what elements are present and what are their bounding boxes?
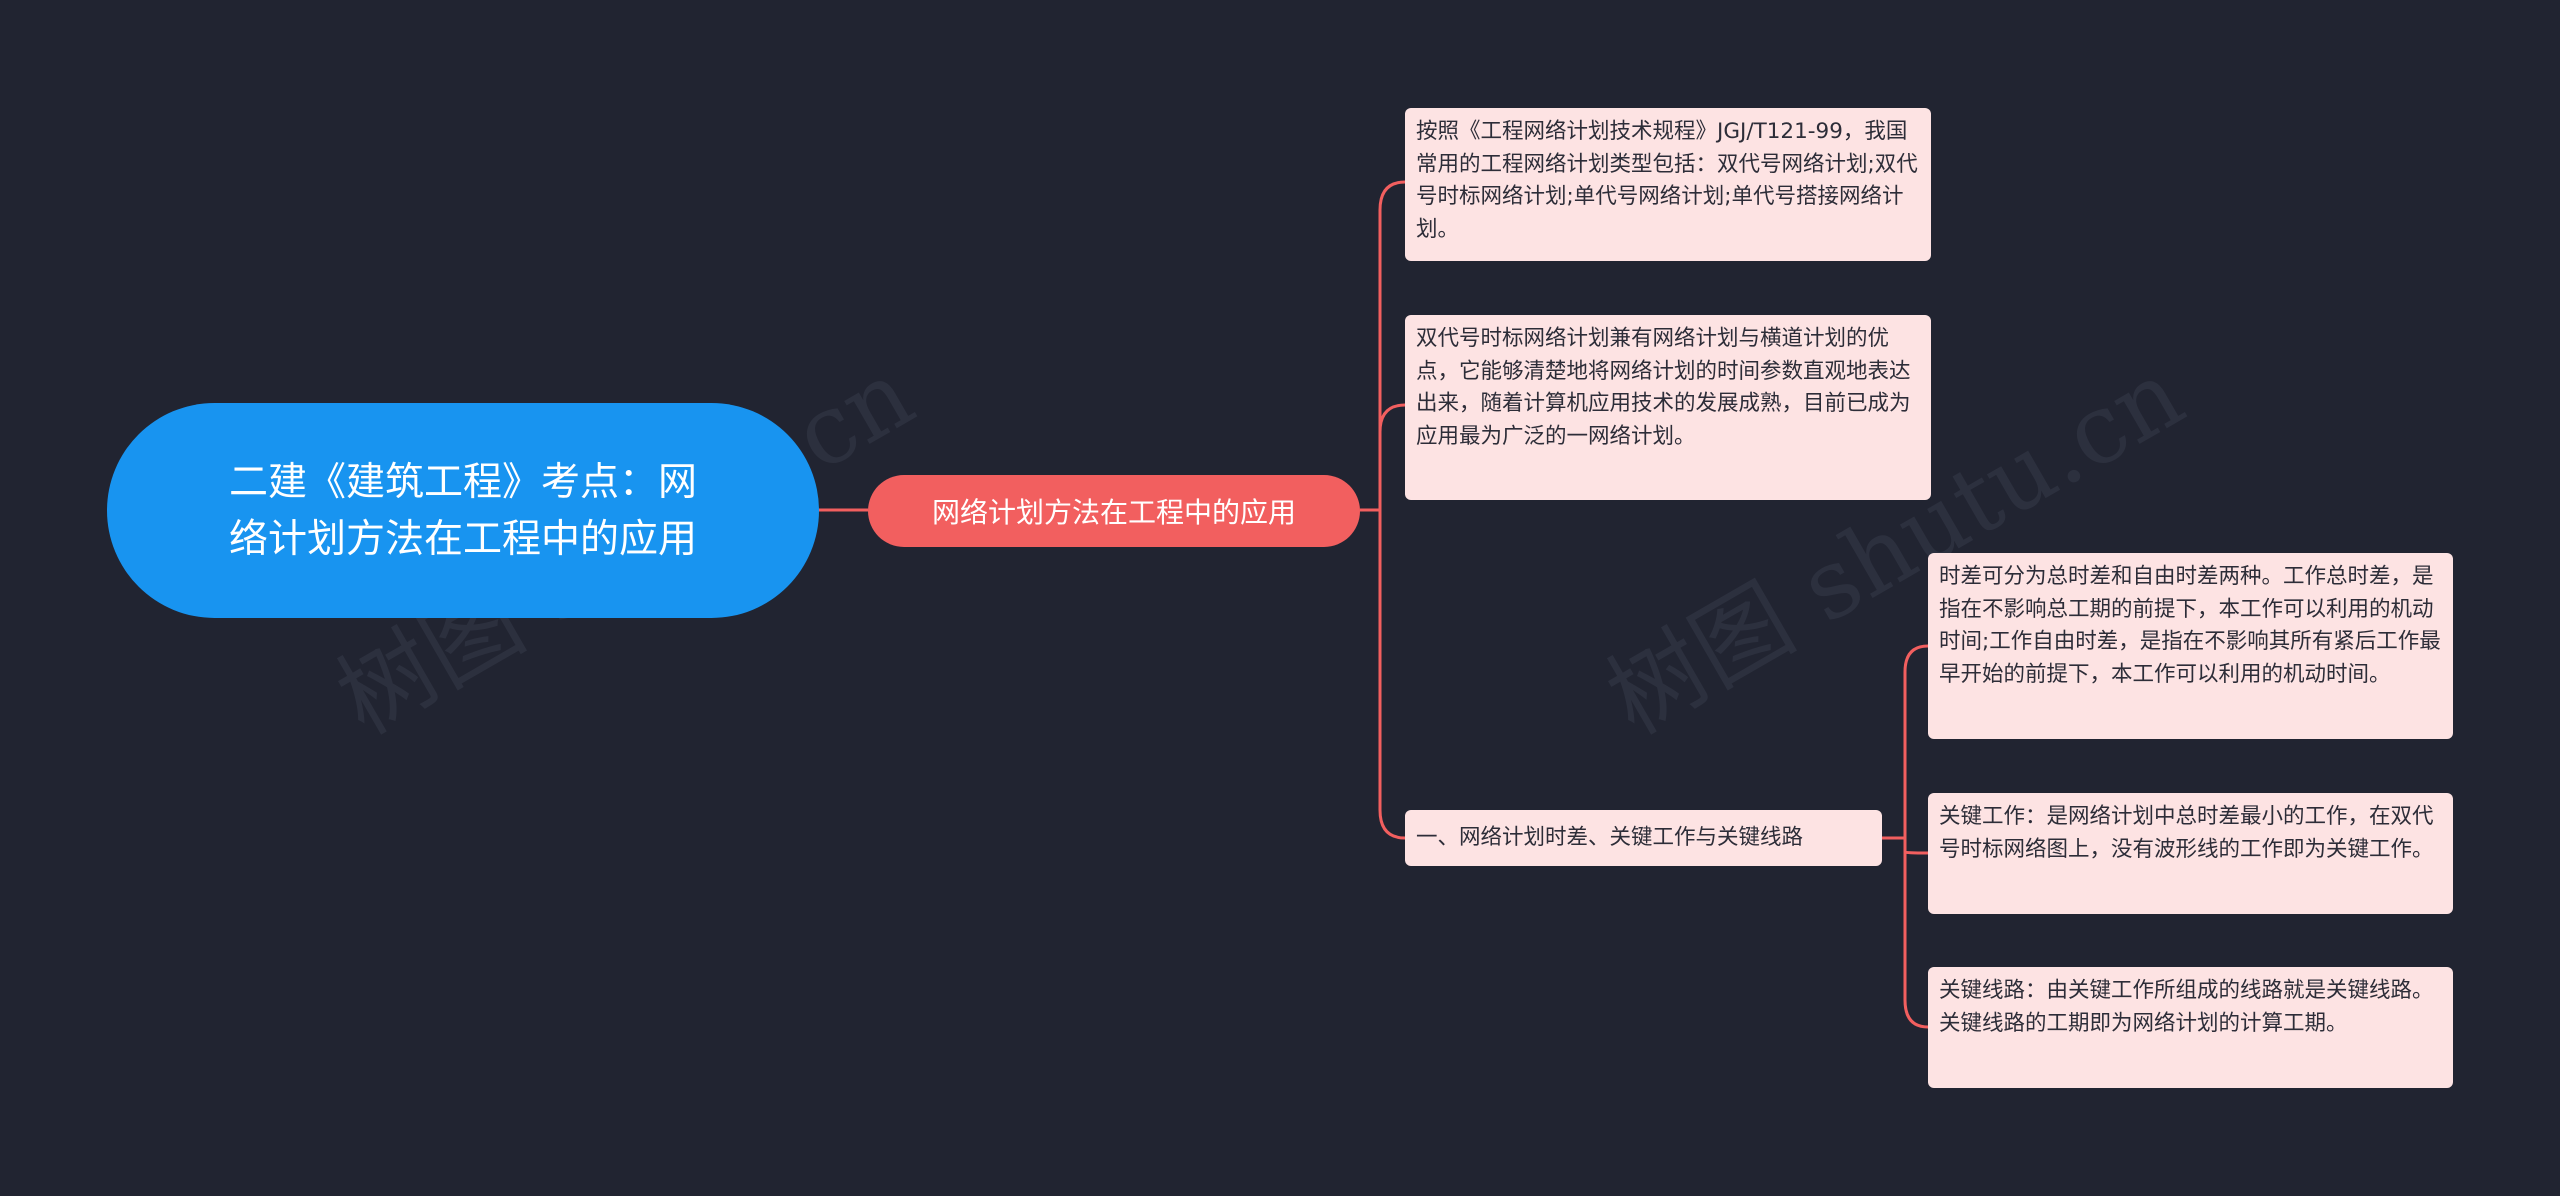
main-branch-text: 网络计划方法在工程中的应用 bbox=[931, 496, 1296, 529]
subtopic-critical-work[interactable]: 关键工作：是网络计划中总时差最小的工作，在双代号时标网络图上，没有波形线的工作即… bbox=[1928, 793, 2453, 914]
connector-to-branch-2 bbox=[1378, 403, 1406, 510]
connector-to-leaf-2 bbox=[1903, 838, 1929, 855]
branch-topic-plan-types[interactable]: 按照《工程网络计划技术规程》JGJ/T121-99，我国常用的工程网络计划类型包… bbox=[1405, 108, 1931, 261]
root-topic[interactable]: 二建《建筑工程》考点：网络计划方法在工程中的应用 bbox=[107, 403, 819, 618]
root-topic-text: 二建《建筑工程》考点：网络计划方法在工程中的应用 bbox=[228, 459, 697, 562]
subtopic-text: 关键工作：是网络计划中总时差最小的工作，在双代号时标网络图上，没有波形线的工作即… bbox=[1939, 804, 2434, 862]
branch-topic-text: 按照《工程网络计划技术规程》JGJ/T121-99，我国常用的工程网络计划类型包… bbox=[1416, 119, 1918, 242]
connector-to-branch-1 bbox=[1378, 180, 1406, 510]
connector-to-branch-3 bbox=[1378, 510, 1406, 840]
branch-topic-text: 双代号时标网络计划兼有网络计划与横道计划的优点，它能够清楚地将网络计划的时间参数… bbox=[1416, 326, 1911, 449]
main-branch-topic[interactable]: 网络计划方法在工程中的应用 bbox=[868, 475, 1360, 547]
branch-topic-text: 一、网络计划时差、关键工作与关键线路 bbox=[1416, 824, 1804, 850]
subtopic-float[interactable]: 时差可分为总时差和自由时差两种。工作总时差，是指在不影响总工期的前提下，本工作可… bbox=[1928, 553, 2453, 739]
subtopic-text: 关键线路：由关键工作所组成的线路就是关键线路。关键线路的工期即为网络计划的计算工… bbox=[1939, 978, 2434, 1036]
connector-to-leaf-1 bbox=[1903, 644, 1929, 838]
branch-topic-timescale-network[interactable]: 双代号时标网络计划兼有网络计划与横道计划的优点，它能够清楚地将网络计划的时间参数… bbox=[1405, 315, 1931, 500]
subtopic-text: 时差可分为总时差和自由时差两种。工作总时差，是指在不影响总工期的前提下，本工作可… bbox=[1939, 564, 2441, 687]
connector-to-leaf-3 bbox=[1903, 838, 1929, 1029]
subtopic-critical-path[interactable]: 关键线路：由关键工作所组成的线路就是关键线路。关键线路的工期即为网络计划的计算工… bbox=[1928, 967, 2453, 1088]
branch-topic-float-critical[interactable]: 一、网络计划时差、关键工作与关键线路 bbox=[1405, 810, 1882, 866]
